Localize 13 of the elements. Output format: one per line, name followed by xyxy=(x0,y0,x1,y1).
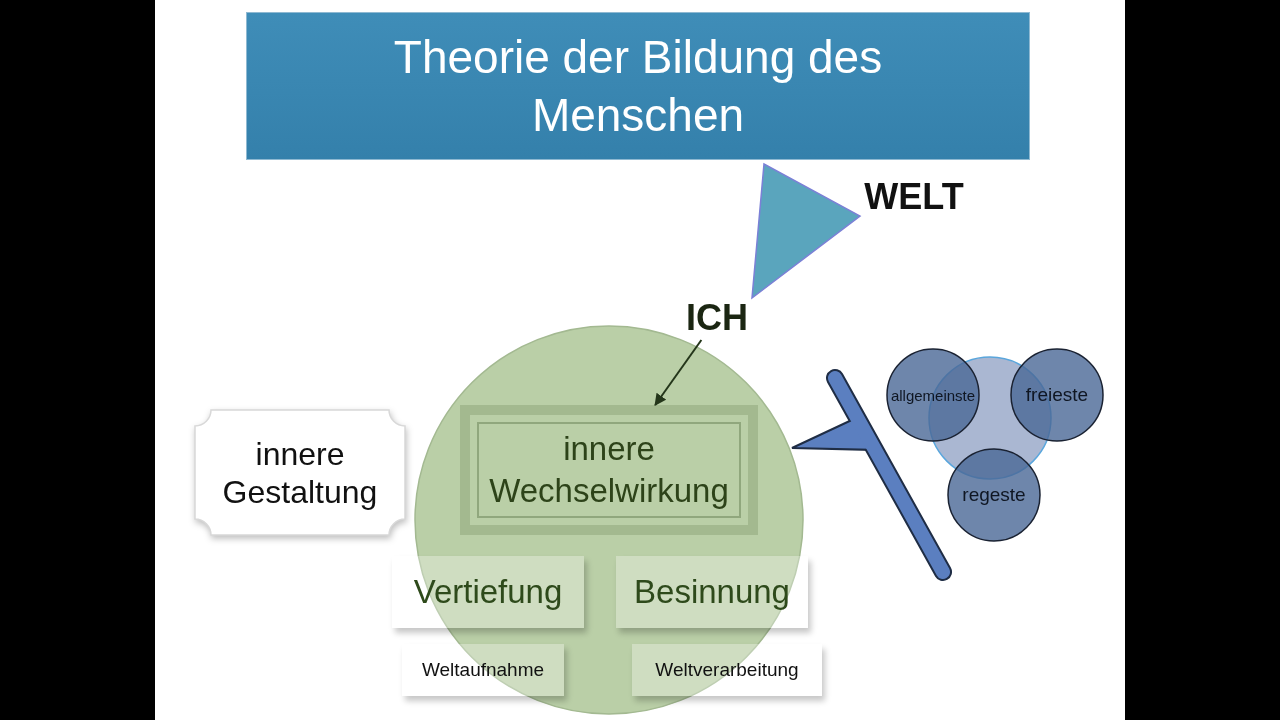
text-box: Weltaufnahme xyxy=(402,644,564,696)
triangle xyxy=(752,164,860,298)
venn-circle: regeste xyxy=(947,448,1041,542)
concept-label: ICH xyxy=(676,296,758,340)
slide-title: Theorie der Bildung des Menschen xyxy=(392,30,884,143)
arrow xyxy=(654,339,703,406)
concept-label: WELT xyxy=(862,176,966,218)
venn-circle: allgemeinste xyxy=(886,348,980,442)
text-box: Weltverarbeitung xyxy=(632,644,822,696)
plaque-box: innere Gestaltung xyxy=(195,410,405,535)
framed-box: innere Wechselwirkung xyxy=(460,405,758,535)
venn-circle: freieste xyxy=(1010,348,1104,442)
text-box: Vertiefung xyxy=(392,556,584,628)
